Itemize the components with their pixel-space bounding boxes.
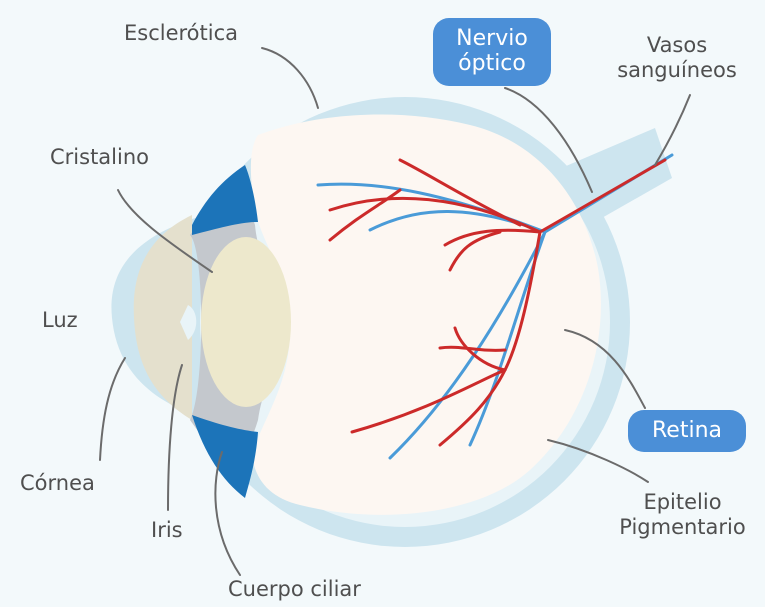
label-ciliary-body: Cuerpo ciliar [228, 577, 361, 602]
label-cornea: Córnea [20, 471, 95, 496]
label-lens: Cristalino [50, 145, 149, 170]
label-retina: Retina [628, 410, 746, 452]
label-rpe: Epitelio Pigmentario [600, 490, 765, 540]
label-optic-nerve-line1: Nervio [433, 26, 551, 51]
label-blood-vessels: Vasos sanguíneos [602, 33, 752, 83]
label-optic-nerve: Nervio óptico [433, 18, 551, 86]
label-blood-vessels-line1: Vasos [602, 33, 752, 58]
leader-cornea [100, 358, 125, 460]
leader-sclera [262, 48, 318, 108]
label-light: Luz [42, 308, 78, 333]
lens [201, 237, 291, 407]
label-iris: Iris [151, 518, 183, 543]
label-sclera: Esclerótica [124, 21, 238, 46]
label-rpe-line2: Pigmentario [600, 515, 765, 540]
label-rpe-line1: Epitelio [600, 490, 765, 515]
label-blood-vessels-line2: sanguíneos [602, 58, 752, 83]
label-optic-nerve-line2: óptico [433, 51, 551, 76]
